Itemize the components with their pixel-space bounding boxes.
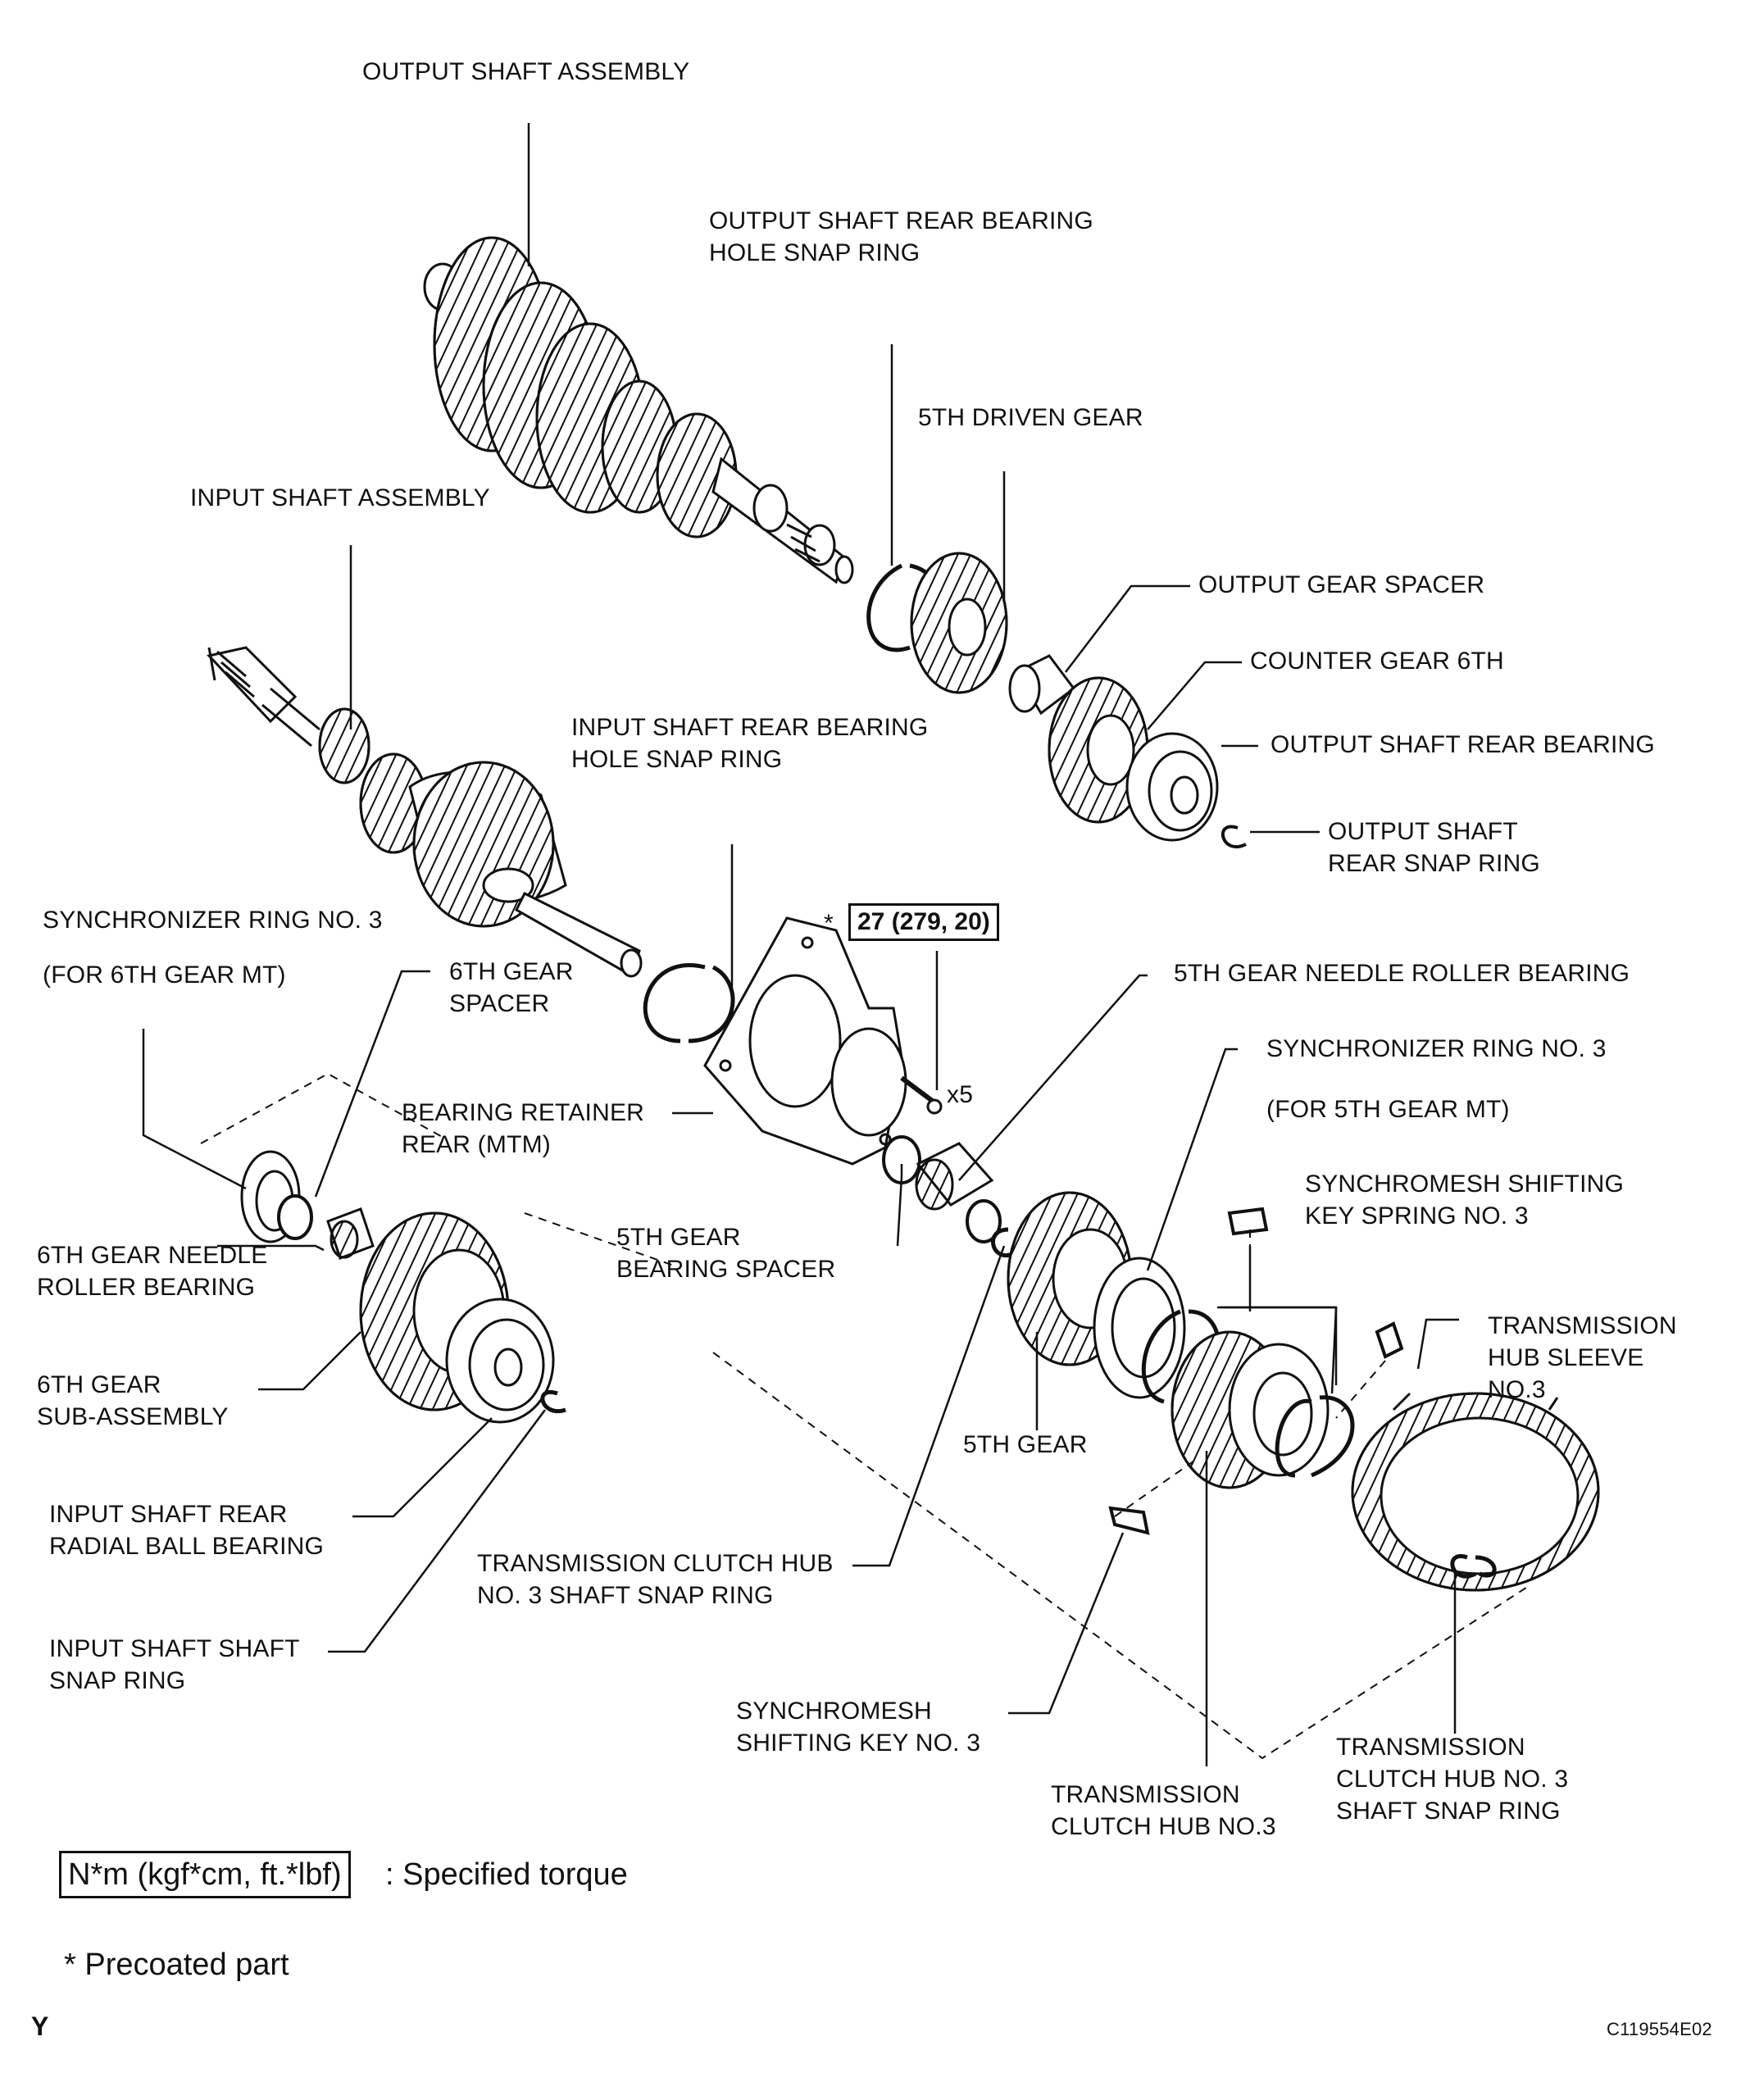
label-fifth-driven-gear: 5TH DRIVEN GEAR <box>918 404 1143 431</box>
label-output-shaft-assembly: OUTPUT SHAFT ASSEMBLY <box>362 58 690 85</box>
input-rear-radial-bearing <box>447 1299 553 1422</box>
label-output-gear-spacer: OUTPUT GEAR SPACER <box>1198 571 1485 598</box>
leader-lines <box>143 123 1459 1766</box>
output-shaft-rear-bearing <box>1127 734 1217 840</box>
label-counter-gear-6th: COUNTER GEAR 6TH <box>1250 648 1504 675</box>
label-synchronizer-ring-no3-6th-1: SYNCHRONIZER RING NO. 3 <box>43 907 383 934</box>
label-output-shaft-rear-bearing-hole-snap-ring-1: OUTPUT SHAFT REAR BEARING <box>709 207 1093 234</box>
input-shaft-snap-ring <box>543 1392 566 1411</box>
label-synchronizer-ring-no3-5th-2: (FOR 5TH GEAR MT) <box>1266 1096 1510 1123</box>
hub-sleeve <box>1352 1393 1598 1590</box>
phantom-lines <box>201 1074 1529 1758</box>
label-input-shaft-rear-bearing-hole-snap-ring-2: HOLE SNAP RING <box>571 746 783 773</box>
label-bearing-retainer-rear-1: BEARING RETAINER <box>402 1099 645 1126</box>
fifth-gear-needle-roller-bearing <box>916 1143 992 1209</box>
label-bolt-quantity: x5 <box>947 1081 974 1108</box>
label-fifth-gear-bearing-spacer-1: 5TH GEAR <box>616 1224 741 1251</box>
label-transmission-hub-sleeve-2: HUB SLEEVE <box>1488 1344 1644 1371</box>
label-sixth-gear-spacer-2: SPACER <box>449 990 550 1017</box>
label-output-shaft-rear-bearing-hole-snap-ring-2: HOLE SNAP RING <box>709 239 921 266</box>
label-transmission-clutch-hub-no3-shaft-snap-ring-b-2: CLUTCH HUB NO. 3 <box>1336 1766 1569 1793</box>
label-input-shaft-assembly: INPUT SHAFT ASSEMBLY <box>190 484 490 511</box>
label-fifth-gear: 5TH GEAR <box>963 1431 1088 1458</box>
input-snap-ring <box>645 966 733 1041</box>
label-synchromesh-shifting-key-2: SHIFTING KEY NO. 3 <box>736 1730 981 1757</box>
label-transmission-clutch-hub-no3-shaft-snap-ring-a-1: TRANSMISSION CLUTCH HUB <box>477 1550 834 1577</box>
input-shaft-assembly <box>209 648 641 976</box>
label-synchromesh-shifting-key-spring-2: KEY SPRING NO. 3 <box>1305 1202 1529 1230</box>
label-fifth-gear-bearing-spacer-2: BEARING SPACER <box>616 1256 836 1283</box>
legend-precoated: * Precoated part <box>64 1948 289 1982</box>
label-sixth-gear-needle-roller-bearing-1: 6TH GEAR NEEDLE <box>37 1242 268 1269</box>
bolt <box>902 1078 941 1113</box>
sixth-gear-spacer <box>279 1196 311 1239</box>
shifting-key-b <box>1377 1324 1402 1357</box>
label-sixth-gear-needle-roller-bearing-2: ROLLER BEARING <box>37 1274 256 1301</box>
shifting-key-a <box>1230 1209 1266 1234</box>
label-synchromesh-shifting-key-1: SYNCHROMESH <box>736 1698 932 1725</box>
torque-asterisk: * <box>824 910 834 937</box>
label-transmission-clutch-hub-no3-shaft-snap-ring-a-2: NO. 3 SHAFT SNAP RING <box>477 1582 774 1609</box>
label-transmission-hub-sleeve-3: NO.3 <box>1488 1376 1546 1403</box>
label-input-shaft-shaft-snap-ring-1: INPUT SHAFT SHAFT <box>49 1635 300 1662</box>
label-bearing-retainer-rear-2: REAR (MTM) <box>402 1131 551 1158</box>
key-spring-wire <box>1277 1398 1352 1475</box>
label-input-shaft-rear-radial-ball-bearing-1: INPUT SHAFT REAR <box>49 1501 288 1528</box>
legend-torque-unit-text: : Specified torque <box>385 1857 628 1892</box>
torque-value-box: 27 (279, 20) <box>848 903 999 941</box>
fifth-gear-bearing-spacer-b <box>967 1201 1000 1242</box>
label-input-shaft-rear-radial-ball-bearing-2: RADIAL BALL BEARING <box>49 1533 325 1560</box>
footer-left-mark: Y <box>31 2011 49 2041</box>
clutch-hub <box>1172 1332 1328 1488</box>
label-output-shaft-rear-snap-ring-1: OUTPUT SHAFT <box>1328 818 1518 845</box>
label-synchronizer-ring-no3-5th-1: SYNCHRONIZER RING NO. 3 <box>1266 1035 1607 1062</box>
label-output-shaft-rear-snap-ring-2: REAR SNAP RING <box>1328 850 1540 877</box>
label-sixth-gear-spacer-1: 6TH GEAR <box>449 958 574 985</box>
synchronizer-ring-5th <box>1094 1258 1184 1398</box>
label-synchromesh-shifting-key-spring-1: SYNCHROMESH SHIFTING <box>1305 1170 1625 1198</box>
output-shaft-assembly <box>425 238 852 583</box>
label-transmission-clutch-hub-no3-shaft-snap-ring-b-3: SHAFT SNAP RING <box>1336 1798 1561 1825</box>
output-gear-spacer <box>1010 656 1074 713</box>
label-transmission-clutch-hub-no3-2: CLUTCH HUB NO.3 <box>1051 1813 1276 1840</box>
clutch-hub-snap-ring-b <box>1452 1557 1494 1577</box>
counter-gear-6th <box>1049 678 1148 822</box>
fifth-driven-gear <box>911 553 1007 693</box>
clutch-hub-snap-ring-a <box>993 1230 1012 1256</box>
label-sixth-gear-sub-assembly-1: 6TH GEAR <box>37 1371 161 1398</box>
label-output-shaft-rear-bearing: OUTPUT SHAFT REAR BEARING <box>1271 731 1655 758</box>
label-input-shaft-rear-bearing-hole-snap-ring-1: INPUT SHAFT REAR BEARING <box>571 714 929 741</box>
label-synchronizer-ring-no3-6th-2: (FOR 6TH GEAR MT) <box>43 961 286 989</box>
bearing-retainer <box>705 918 906 1164</box>
label-input-shaft-shaft-snap-ring-2: SNAP RING <box>49 1667 186 1694</box>
label-fifth-gear-needle-roller-bearing: 5TH GEAR NEEDLE ROLLER BEARING <box>1174 960 1630 987</box>
footer-figure-code: C119554E02 <box>1607 2019 1712 2039</box>
output-rear-snap-ring <box>1223 827 1246 848</box>
label-transmission-clutch-hub-no3-shaft-snap-ring-b-1: TRANSMISSION <box>1336 1734 1525 1761</box>
label-sixth-gear-sub-assembly-2: SUB-ASSEMBLY <box>37 1403 229 1430</box>
label-transmission-clutch-hub-no3-1: TRANSMISSION <box>1051 1781 1240 1808</box>
shifting-key-c <box>1111 1508 1148 1533</box>
legend-torque-unit-box: N*m (kgf*cm, ft.*lbf) <box>59 1851 351 1898</box>
label-transmission-hub-sleeve-1: TRANSMISSION <box>1488 1312 1677 1339</box>
sixth-gear-needle-roller-bearing <box>328 1209 373 1258</box>
